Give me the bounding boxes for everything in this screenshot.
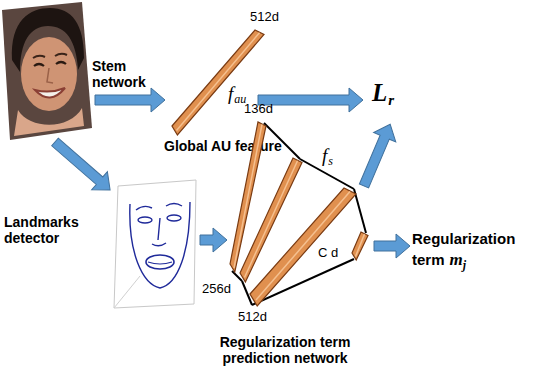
flow-arrow: [258, 88, 363, 112]
mouth-line: [146, 255, 174, 269]
math-subscript: j: [463, 258, 466, 272]
brow-line: [166, 204, 182, 207]
flow-arrow: [47, 133, 118, 199]
math-subscript: s: [328, 155, 333, 167]
smile: [35, 88, 65, 98]
brow: [55, 54, 67, 56]
math-symbol: f: [322, 146, 327, 165]
sketch-plane: [114, 180, 196, 308]
sketch-plane: [114, 276, 140, 308]
flow-arrow: [353, 120, 401, 191]
step-label: Landmarks detector: [4, 214, 96, 246]
feature-bar: C d: [352, 232, 368, 260]
flow-arrow: [374, 234, 410, 258]
feature-bar: [352, 232, 368, 260]
face-photo: [0, 0, 96, 144]
feature-bar: 512dGlobal AU feature: [172, 30, 264, 135]
loss-symbol: L: [372, 80, 387, 105]
output-label: Regularization termmj: [412, 229, 534, 273]
flow-arrow: [200, 228, 227, 252]
feature-bar: [352, 232, 368, 260]
eye-line: [138, 217, 152, 223]
feature-bar: [250, 188, 356, 306]
feature-bar: [250, 188, 356, 306]
eye: [34, 64, 44, 66]
step-label: Stem network: [92, 58, 164, 90]
eye-line: [167, 215, 181, 221]
nose: [47, 68, 53, 83]
math-symbol: m: [450, 250, 463, 269]
flow-arrow: [258, 88, 363, 112]
feature-bar: 512d: [250, 188, 356, 306]
math-subscript: au: [234, 93, 246, 105]
face-skin: [21, 37, 77, 111]
flow-arrow: [200, 228, 227, 252]
feature-bar: [356, 234, 365, 256]
photo-ground: [2, 2, 92, 140]
flow-arrow: [95, 88, 165, 112]
landmark-sketch: [110, 176, 206, 312]
feature-caption: Global AU feature: [164, 138, 282, 154]
dimension-label: 512d: [238, 310, 267, 325]
eye: [56, 62, 66, 64]
brow: [33, 56, 45, 58]
network-link: [354, 189, 366, 233]
neck: [14, 108, 84, 136]
dimension-label: 136d: [244, 102, 273, 117]
jaw-line: [130, 202, 190, 288]
mouth-line: [148, 262, 172, 264]
math-symbol: f: [228, 84, 233, 103]
dimension-label: C d: [318, 246, 338, 261]
dimension-label: 512d: [250, 10, 279, 25]
flow-arrow: [374, 234, 410, 258]
dimension-label: 256d: [202, 282, 231, 297]
loss-subscript: r: [388, 93, 394, 108]
nose-line: [152, 218, 166, 246]
feature-bar: [172, 30, 264, 135]
network-caption: Regularization term prediction network: [196, 334, 374, 366]
feature-bar: [172, 30, 264, 135]
feature-bar: [256, 192, 350, 300]
brow-line: [136, 206, 152, 210]
flow-arrow: [95, 88, 165, 112]
flow-arrow: [47, 133, 118, 199]
flow-arrow: [353, 120, 401, 191]
